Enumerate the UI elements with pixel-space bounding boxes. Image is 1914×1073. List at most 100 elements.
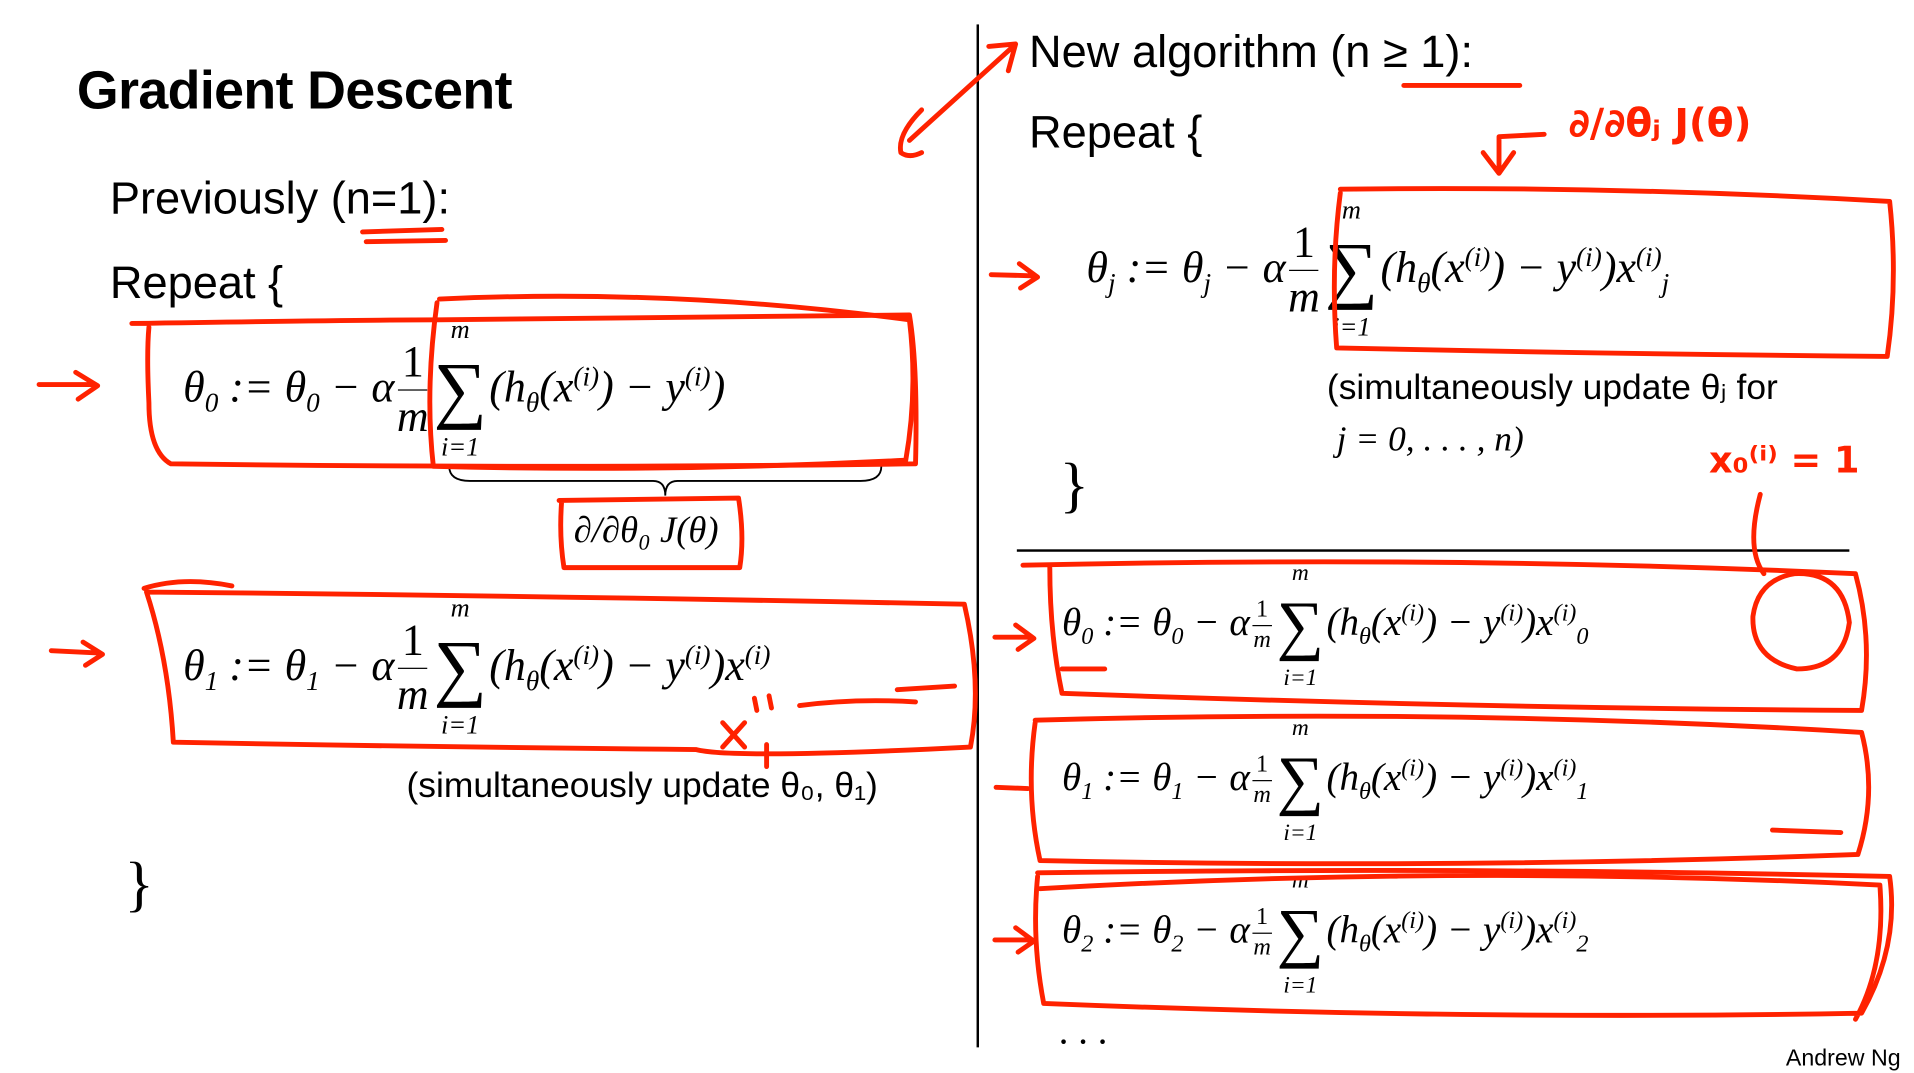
math-sup: (i) (1500, 907, 1524, 935)
math-text: := θ (218, 640, 307, 690)
math-sub: j (1108, 266, 1116, 298)
underline-n1 (360, 227, 448, 245)
formula-lhs: θ1 := θ1 − α (183, 639, 394, 697)
math-text: (h (1326, 907, 1359, 952)
math-text: := θ (1115, 242, 1204, 292)
math-sub: 2 (1171, 930, 1184, 958)
math-sub: 2 (1576, 930, 1589, 958)
math-sup: (i) (744, 639, 771, 670)
handwritten-x0-equals-1: x₀⁽ⁱ⁾ = 1 (1708, 439, 1860, 483)
sum-lower-limit: i=1 (1283, 972, 1318, 999)
repeat-close-left: } (124, 849, 154, 918)
summation: m∑i=1 (434, 315, 487, 464)
formula-body: (hθ(x(i)) − y(i))x(i) (489, 639, 770, 697)
math-sub: θ (525, 386, 540, 418)
math-text: )x (1523, 754, 1554, 799)
math-sub: θ (525, 664, 540, 696)
summation: m∑i=1 (1277, 714, 1324, 847)
math-sub: 0 (306, 386, 320, 418)
formula-lhs: θ0 := θ0 − α (183, 361, 394, 419)
author-credit: Andrew Ng (1785, 1046, 1901, 1072)
math-text: ) − y (1424, 754, 1501, 799)
math-text: θ (1062, 599, 1082, 644)
summation: m∑i=1 (1325, 195, 1378, 344)
math-sub: 0 (204, 386, 219, 418)
arrow-to-new-algorithm (897, 41, 1019, 159)
circle-x0-link (1751, 491, 1767, 577)
math-text: − α (1183, 754, 1250, 799)
numerator: 1 (398, 336, 428, 391)
math-text: θ (183, 640, 205, 690)
math-text: (x (1370, 754, 1402, 799)
math-sub: 1 (306, 664, 320, 696)
arrow-right-1 (993, 784, 1031, 792)
math-text: ) − y (1490, 242, 1577, 292)
denominator: m (1253, 625, 1271, 653)
math-text: θ (1062, 907, 1082, 952)
repeat-open-right: Repeat { (1029, 107, 1203, 158)
math-text: (x (1370, 907, 1402, 952)
math-sub: j (1203, 266, 1212, 298)
math-text: (x (1370, 599, 1402, 644)
math-text: (h (1326, 754, 1359, 799)
denominator: m (1288, 271, 1320, 321)
math-text: := θ (1093, 907, 1172, 952)
math-text: )x (1523, 599, 1554, 644)
underline-x1 (1770, 827, 1844, 835)
math-text: := θ (1093, 599, 1172, 644)
math-text: )x (710, 640, 745, 690)
sum-upper-limit: m (450, 593, 470, 623)
new-algorithm-heading: New algorithm (n ≥ 1): (1029, 26, 1474, 77)
circle-x0 (1750, 571, 1852, 672)
formula-lhs: θ0 := θ0 − α (1062, 599, 1250, 651)
math-text: θ (1086, 242, 1109, 292)
math-sub: θ (1417, 266, 1431, 298)
simultaneous-update-right: (simultaneously update θⱼ for (1326, 368, 1778, 408)
math-text: ) (710, 361, 726, 411)
repeat-close-right: } (1059, 450, 1089, 519)
math-sup: (i) (1635, 241, 1662, 272)
math-text: − α (319, 640, 395, 690)
sum-lower-limit: i=1 (1283, 664, 1318, 691)
math-sub: 0 (1081, 623, 1094, 651)
math-text: (x (539, 361, 574, 411)
math-sup: (i) (1576, 241, 1602, 272)
math-sub: 0 (1171, 623, 1184, 651)
math-text: (h (489, 361, 526, 411)
sum-upper-limit: m (1291, 867, 1309, 894)
math-sup: (i) (1401, 907, 1425, 935)
math-sub: θ (1358, 930, 1371, 958)
sum-lower-limit: i=1 (441, 432, 480, 462)
numerator: 1 (1252, 751, 1272, 782)
math-sub: 1 (1171, 778, 1184, 806)
previously-heading: Previously (n=1): (109, 173, 450, 224)
math-text: − α (1211, 242, 1286, 292)
formula-lhs: θj := θj − α (1086, 241, 1285, 299)
math-sub: θ (1358, 778, 1371, 806)
sum-upper-limit: m (450, 314, 470, 345)
math-sup: (i) (1464, 241, 1491, 272)
math-text: − α (1183, 599, 1250, 644)
arrow-right-0 (992, 622, 1037, 652)
column-divider (976, 24, 979, 1048)
numerator: 1 (1252, 903, 1272, 934)
repeat-open-left: Repeat { (109, 257, 284, 308)
sigma-symbol: ∑ (1324, 228, 1379, 312)
math-sup: (i) (684, 639, 711, 670)
index-range: j = 0, . . . , n) (1336, 419, 1524, 459)
summation: m∑i=1 (1277, 867, 1324, 1000)
math-text: (x (539, 640, 574, 690)
math-text: (h (1326, 599, 1359, 644)
sigma-symbol: ∑ (1276, 896, 1325, 970)
math-text: := θ (1093, 754, 1172, 799)
